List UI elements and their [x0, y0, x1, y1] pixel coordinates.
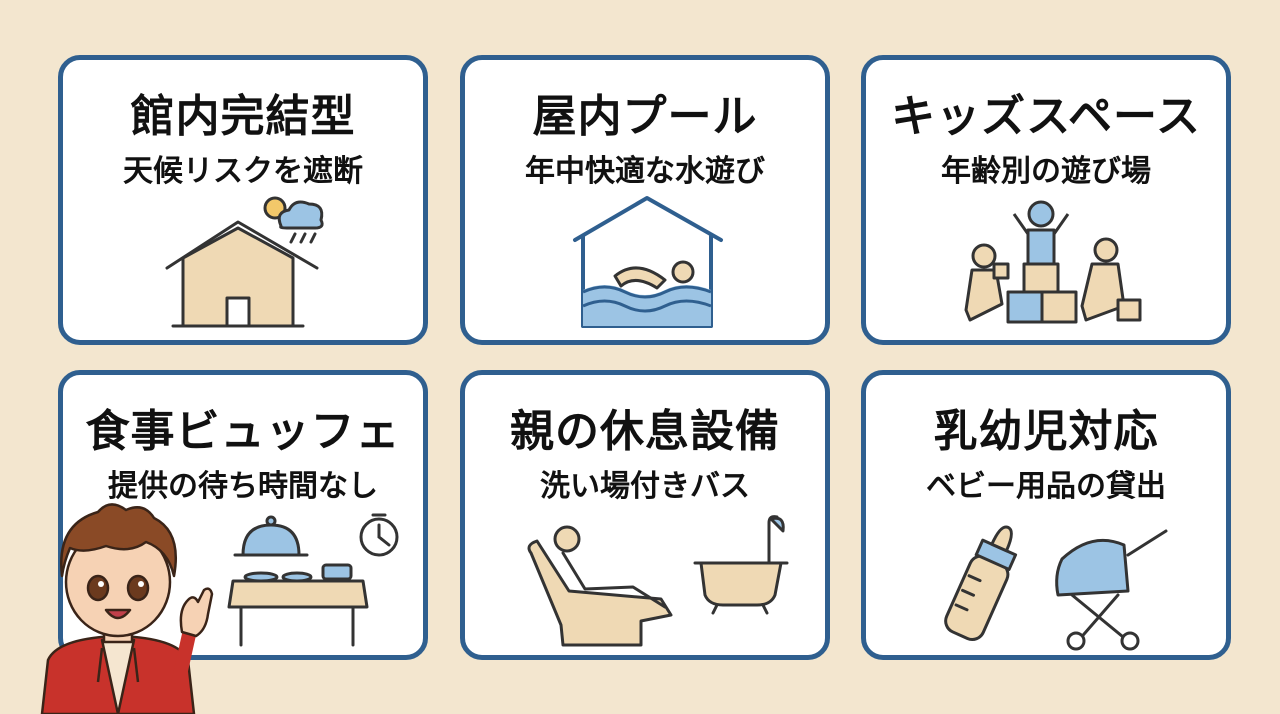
card-subtitle: 年齢別の遊び場	[941, 154, 1151, 189]
card-parent-rest: 親の休息設備 洗い場付きバス	[460, 370, 830, 660]
card-subtitle: 天候リスクを遮断	[123, 154, 363, 189]
card-buffet: 食事ビュッフェ 提供の待ち時間なし	[58, 370, 428, 660]
baby-bottle-stroller-icon	[944, 525, 1168, 651]
card-subtitle: 提供の待ち時間なし	[108, 469, 378, 504]
card-subtitle: ベビー用品の貸出	[926, 469, 1166, 504]
card-subtitle: 年中快適な水遊び	[525, 154, 765, 189]
card-title: 館内完結型	[130, 91, 356, 142]
card-title: 食事ビュッフェ	[85, 406, 401, 457]
buffet-table-clock-icon	[227, 513, 399, 647]
card-title: 親の休息設備	[510, 406, 780, 457]
indoor-pool-swimmer-icon	[573, 196, 723, 328]
card-infant-support: 乳幼児対応 ベビー用品の貸出	[861, 370, 1231, 660]
card-title: キッズスペース	[891, 91, 1201, 142]
card-title: 乳幼児対応	[933, 406, 1159, 457]
house-weather-icon	[165, 196, 324, 328]
recliner-bathtub-icon	[527, 515, 789, 647]
card-self-contained-facility: 館内完結型 天候リスクを遮断	[58, 55, 428, 345]
waving-boy-mascot-illustration	[40, 503, 214, 714]
kids-playing-blocks-icon	[964, 200, 1142, 324]
card-title: 屋内プール	[532, 91, 758, 142]
card-kids-space: キッズスペース 年齢別の遊び場	[861, 55, 1231, 345]
card-subtitle: 洗い場付きバス	[540, 469, 750, 504]
card-indoor-pool: 屋内プール 年中快適な水遊び	[460, 55, 830, 345]
